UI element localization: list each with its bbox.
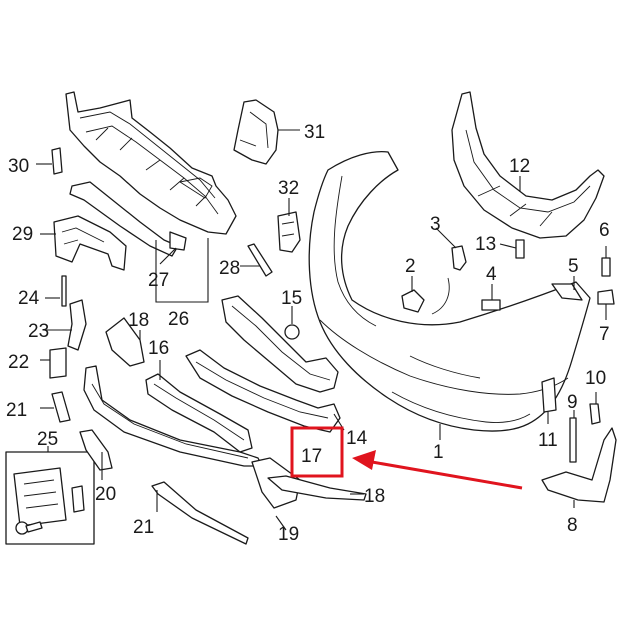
part-8-bracket xyxy=(541,427,617,503)
label-30: 30 xyxy=(8,156,29,177)
part-6-bolt xyxy=(601,257,611,277)
part-21-trim-bottom xyxy=(151,481,249,545)
label-22: 22 xyxy=(8,352,29,373)
part-absorber-upper xyxy=(221,295,339,393)
part-3-fastener xyxy=(451,245,467,271)
label-29: 29 xyxy=(12,224,33,245)
part-16-grille xyxy=(145,373,253,453)
part-11-bracket xyxy=(541,377,557,413)
part-14-absorber xyxy=(185,349,341,433)
part-25-plate-box xyxy=(5,451,95,545)
part-15-nut xyxy=(284,324,300,340)
part-18-upper xyxy=(105,317,145,367)
part-21-clip-left xyxy=(51,391,71,423)
label-15: 15 xyxy=(281,288,302,309)
label-26: 26 xyxy=(168,309,189,330)
label-20: 20 xyxy=(95,484,116,505)
label-8: 8 xyxy=(567,515,578,536)
part-23-bracket xyxy=(67,299,87,351)
label-23: 23 xyxy=(28,321,49,342)
part-2-cap xyxy=(401,289,425,313)
label-24: 24 xyxy=(18,288,40,309)
label-4: 4 xyxy=(486,264,497,285)
part-22-block xyxy=(49,347,67,379)
part-labels: 1 2 3 4 5 6 7 8 9 10 11 12 13 14 15 16 1… xyxy=(6,122,610,545)
label-14: 14 xyxy=(346,428,368,449)
label-27: 27 xyxy=(148,270,169,291)
label-3: 3 xyxy=(430,214,441,235)
highlight-arrow xyxy=(352,450,523,490)
part-9-bolt xyxy=(569,417,577,463)
highlight-box-17 xyxy=(290,426,344,478)
label-28: 28 xyxy=(219,258,240,279)
label-5: 5 xyxy=(568,256,579,277)
part-1-bumper-cover xyxy=(308,150,591,432)
label-12: 12 xyxy=(509,156,530,177)
label-13: 13 xyxy=(475,234,496,255)
label-1: 1 xyxy=(433,442,444,463)
label-21-left: 21 xyxy=(6,400,27,421)
part-24-pin xyxy=(61,275,67,307)
part-28-rod xyxy=(247,243,273,277)
part-13-screw xyxy=(515,239,525,259)
label-18-lower: 18 xyxy=(364,486,385,507)
label-32: 32 xyxy=(278,178,299,199)
part-18-lower-trim xyxy=(267,475,367,501)
part-21-trim-lower xyxy=(79,429,113,471)
label-9: 9 xyxy=(567,392,578,413)
label-17: 17 xyxy=(301,446,322,467)
label-2: 2 xyxy=(405,256,416,277)
part-30-clip xyxy=(51,147,63,175)
part-upper-support xyxy=(65,91,237,257)
label-7: 7 xyxy=(599,324,610,345)
part-32-bracket xyxy=(277,211,301,253)
part-7-clip xyxy=(597,289,615,305)
part-10-clip xyxy=(589,403,601,425)
label-19: 19 xyxy=(278,524,299,545)
part-29-bracket xyxy=(53,215,127,271)
label-6: 6 xyxy=(599,220,610,241)
part-31-bracket xyxy=(233,99,279,165)
label-21-bottom: 21 xyxy=(133,517,154,538)
label-18-upper: 18 xyxy=(128,310,149,331)
label-31: 31 xyxy=(304,122,325,143)
label-25: 25 xyxy=(37,429,58,450)
label-11: 11 xyxy=(538,430,558,451)
label-10: 10 xyxy=(585,368,606,389)
label-16: 16 xyxy=(148,338,169,359)
part-12-support xyxy=(451,91,605,239)
part-4-clip xyxy=(481,299,501,311)
